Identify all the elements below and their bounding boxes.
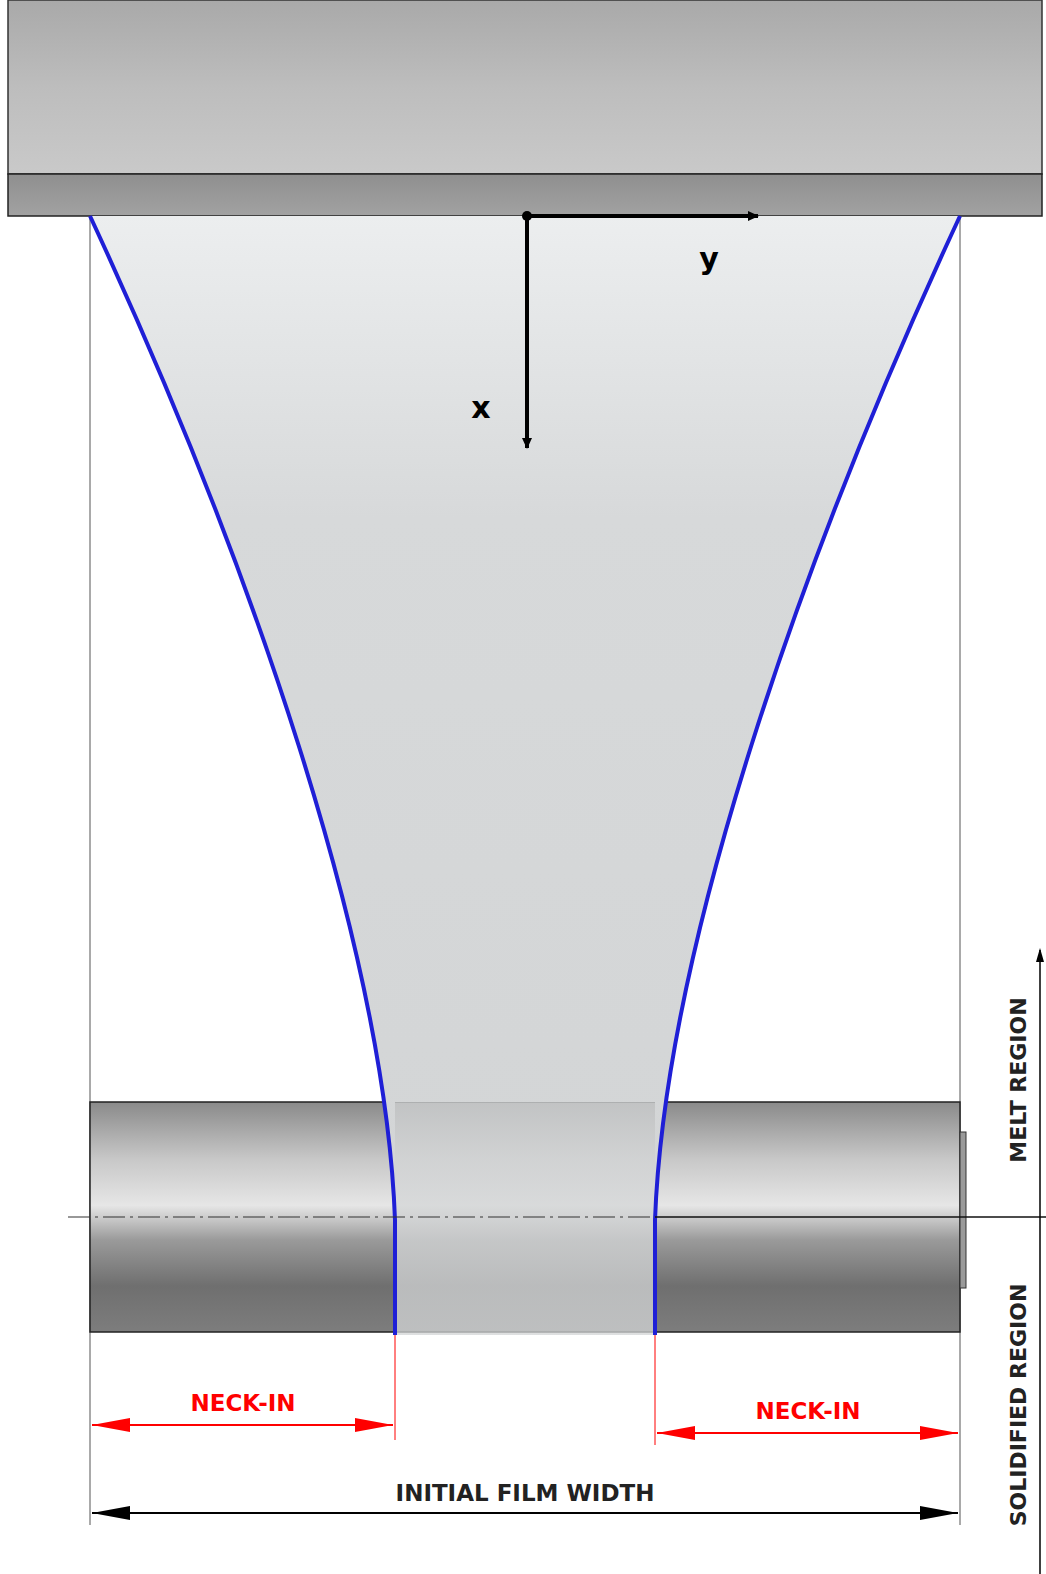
- region-label: MELT REGION: [1007, 997, 1031, 1162]
- dimension-label: INITIAL FILM WIDTH: [396, 1481, 655, 1506]
- axis-label: y: [699, 242, 719, 275]
- region-label: SOLIDIFIED REGION: [1007, 1284, 1031, 1527]
- dimension-label: NECK-IN: [755, 1399, 860, 1424]
- axis-label: x: [471, 391, 490, 424]
- dimension-label: NECK-IN: [190, 1391, 295, 1416]
